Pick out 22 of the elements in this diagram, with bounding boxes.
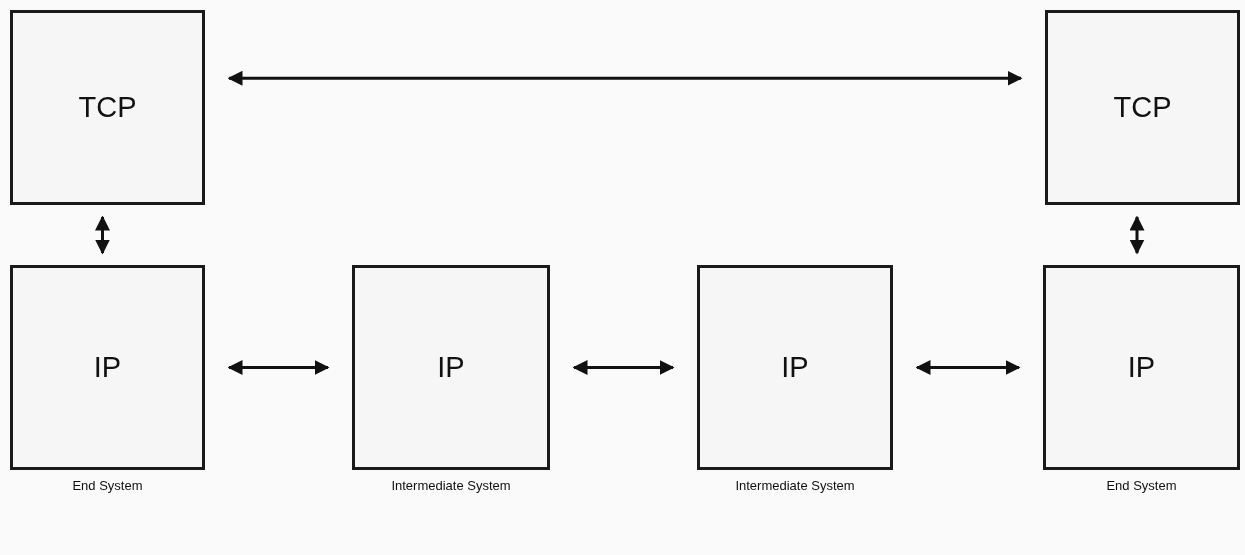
process-box <box>697 265 893 470</box>
process-box <box>1045 10 1240 205</box>
double-arrow <box>227 360 330 375</box>
double-arrow <box>915 360 1021 375</box>
layer-label: IP <box>93 351 122 384</box>
process-box <box>10 265 205 470</box>
system-caption: End System <box>71 478 144 495</box>
layer-label: TCP <box>1113 91 1172 124</box>
double-arrow <box>227 70 1023 86</box>
double-arrow <box>572 360 675 375</box>
process-box <box>1043 265 1240 470</box>
process-box <box>352 265 550 470</box>
process-box <box>10 10 205 205</box>
double-arrow <box>1129 215 1145 255</box>
layer-label: TCP <box>78 91 137 124</box>
layer-label: IP <box>781 351 809 384</box>
system-caption: End System <box>1105 478 1178 495</box>
system-caption: Intermediate System <box>390 478 512 495</box>
double-arrow <box>95 215 110 255</box>
layer-label: IP <box>1127 351 1156 384</box>
layer-label: IP <box>437 351 465 384</box>
system-caption: Intermediate System <box>734 478 856 495</box>
